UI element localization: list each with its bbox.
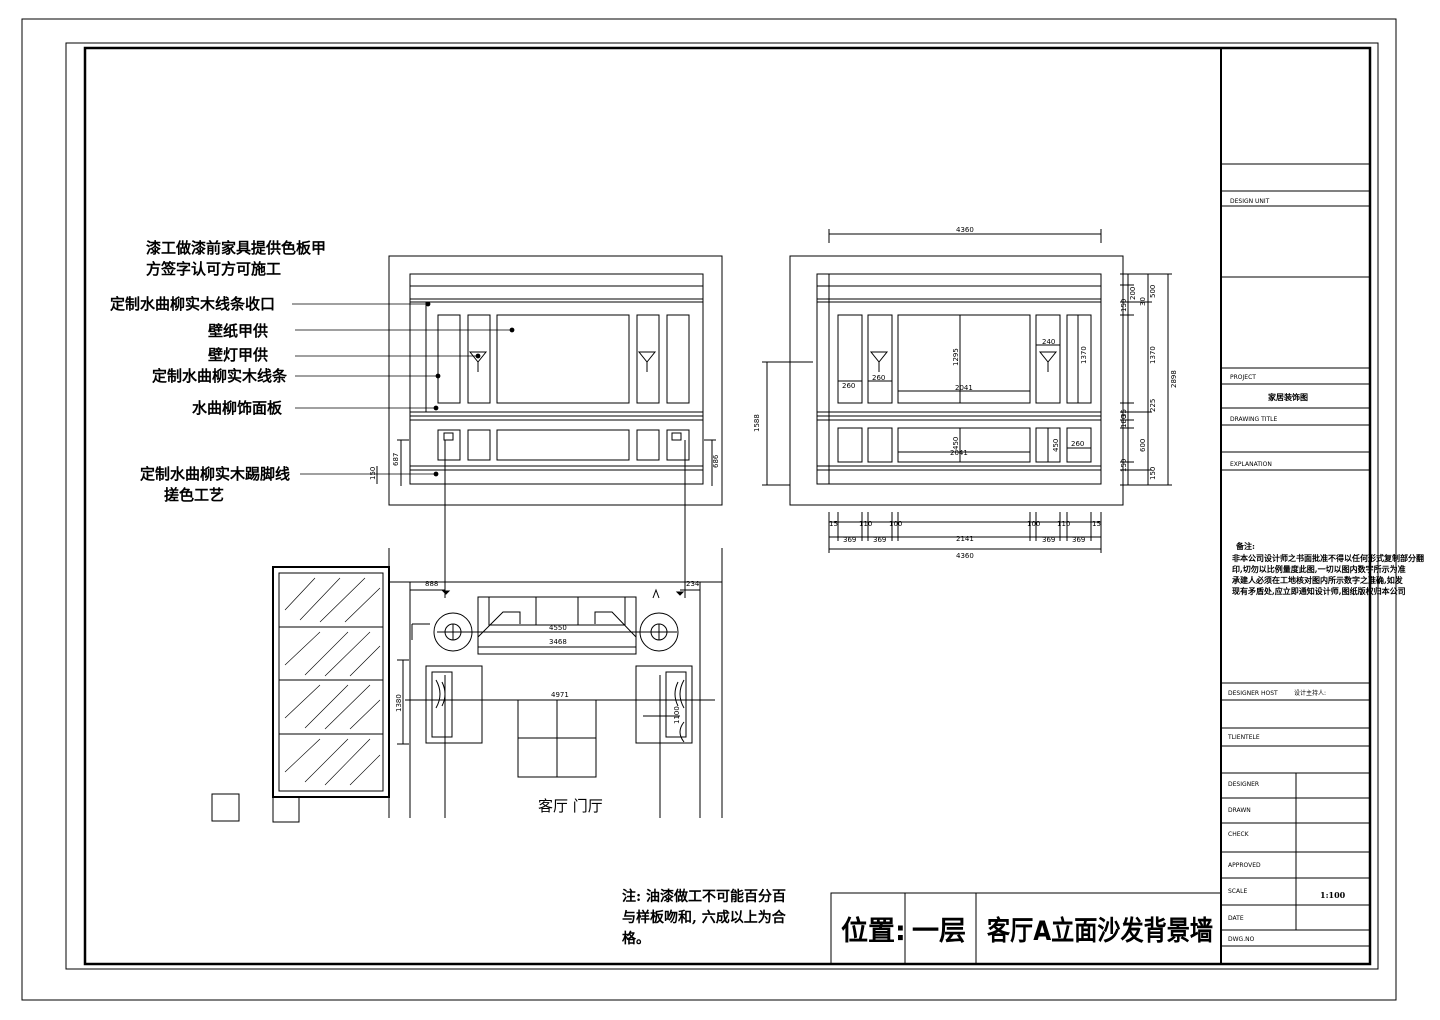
dim-r-225: 225 <box>1149 399 1157 412</box>
check-label: CHECK <box>1228 831 1250 838</box>
dim-btm-369c: 369 <box>1042 536 1055 544</box>
annotation-sign-approval: 方签字认可方可施工 <box>146 260 281 278</box>
dim-lower-h2: 450 <box>1052 439 1060 452</box>
title-block <box>1220 48 1370 964</box>
floor-plan <box>211 440 723 823</box>
dim-btm-110b: 110 <box>1057 520 1070 528</box>
dim-r-500: 500 <box>1149 285 1157 298</box>
dim-r-150c: 150 <box>1149 467 1157 480</box>
dwg-no-label: DWG.NO <box>1228 936 1255 943</box>
leader-lines <box>292 301 515 477</box>
footnote-line-2: 与样板吻和, 六成以上为合 <box>622 909 787 926</box>
drawing-name: 客厅A立面沙发背景墙 <box>987 915 1213 947</box>
bottom-title-box <box>830 892 1222 965</box>
annotation-labels: 漆工做漆前家具提供色板甲 方签字认可方可施工 定制水曲柳实木线条收口 壁纸甲供 … <box>110 239 326 504</box>
annotation-trim-line: 定制水曲柳实木线条 <box>152 367 288 385</box>
title-block-text: DESIGN UNIT PROJECT 家居装饰图 DRAWING TITLE … <box>1227 198 1424 943</box>
plan-dim-1380: 1380 <box>395 694 403 712</box>
left-elev-dim-right: 686 <box>712 454 720 468</box>
remark-line-2: 印,切勿以比例量度此图,一切以图内数字所示为准 <box>1232 564 1406 574</box>
footnote-line-3: 格。 <box>622 930 650 947</box>
right-elevation-dims: 4360 4360 2041 2041 1295 450 260 260 240… <box>753 226 1178 560</box>
dim-btm-369b: 369 <box>873 536 886 544</box>
right-elevation <box>762 229 1172 553</box>
project-name: 家居装饰图 <box>1268 392 1308 402</box>
project-label: PROJECT <box>1230 374 1256 381</box>
annotation-trim-edge: 定制水曲柳实木线条收口 <box>110 295 275 313</box>
dim-panel-height: 1295 <box>952 348 960 366</box>
scale-label: SCALE <box>1228 888 1247 895</box>
dim-panel-width: 2041 <box>955 384 973 392</box>
dim-r-30: 30 <box>1139 297 1147 306</box>
dim-r-35: 35 <box>1120 409 1128 418</box>
plan-dim-1100: 1100 <box>673 706 681 724</box>
dim-r-150: 150 <box>1120 299 1128 312</box>
plan-dims: 888 234 4550 3468 4971 1380 1100 客厅 门厅 <box>395 580 700 815</box>
dim-side-h: 1370 <box>1080 346 1088 364</box>
dim-bottom-total: 4360 <box>956 552 974 560</box>
dim-btm-2141: 2141 <box>956 535 974 543</box>
designer-host-value: 设计主持人: <box>1294 689 1326 697</box>
annotation-skirting: 定制水曲柳实木踢脚线 <box>140 465 290 483</box>
explanation-label: EXPLANATION <box>1230 461 1272 468</box>
annotation-sconce: 壁灯甲供 <box>208 346 268 364</box>
plan-dim-4971: 4971 <box>551 691 569 699</box>
dim-right-total: 2898 <box>1170 370 1178 388</box>
left-elev-dim-base: 150 <box>369 467 377 480</box>
date-label: DATE <box>1228 915 1244 922</box>
annotation-finish: 搓色工艺 <box>164 486 224 504</box>
dim-panel-width-lower: 2041 <box>950 449 968 457</box>
plan-dim-3468: 3468 <box>549 638 567 646</box>
dim-sconce: 240 <box>1042 338 1055 346</box>
footnote-line-1: 注: 油漆做工不可能百分百 <box>622 888 786 905</box>
drawing-title-label: DRAWING TITLE <box>1230 416 1278 423</box>
remark-line-4: 现有矛盾处,应立即通知设计师,图纸版权归本公司 <box>1232 586 1406 596</box>
designer-label: DESIGNER <box>1228 781 1259 788</box>
dim-btm-15: 15 <box>829 520 838 528</box>
design-unit-label: DESIGN UNIT <box>1230 198 1270 205</box>
floor-label: 一层 <box>912 916 966 947</box>
dim-btm-100a: 100 <box>889 520 902 528</box>
sheet-border <box>21 18 1397 1001</box>
remark-line-3: 承建人必须在工地核对图内所示数字之准确,如发 <box>1232 575 1404 585</box>
dim-small-w: 260 <box>842 382 855 390</box>
dim-top-total: 4360 <box>956 226 974 234</box>
plan-dim-888: 888 <box>425 580 438 588</box>
designer-host-label: DESIGNER HOST <box>1228 690 1278 697</box>
annotation-wallpaper: 壁纸甲供 <box>208 322 268 340</box>
position-label: 位置: <box>841 915 906 947</box>
scale-value: 1:100 <box>1320 890 1346 900</box>
plan-dim-4550: 4550 <box>549 624 567 632</box>
plan-dim-234: 234 <box>686 580 700 588</box>
dim-lower-small: 260 <box>1071 440 1084 448</box>
left-elev-dim-left: 687 <box>392 453 400 466</box>
left-elevation <box>376 255 723 506</box>
annotation-veneer: 水曲柳饰面板 <box>192 399 283 417</box>
annotation-paint-sample: 漆工做漆前家具提供色板甲 <box>146 239 326 257</box>
dim-lower-height: 450 <box>952 437 960 450</box>
dim-btm-369a: 369 <box>843 536 856 544</box>
dim-btm-110a: 110 <box>859 520 872 528</box>
dim-left-total: 1588 <box>753 414 761 432</box>
tlientele-label: TLIENTELE <box>1227 734 1260 741</box>
dim-r-150b: 150 <box>1120 459 1128 472</box>
remark-title: 备注: <box>1235 541 1255 551</box>
dim-r-1370: 1370 <box>1149 346 1157 364</box>
dim-small-w2: 260 <box>872 374 885 382</box>
dim-btm-100b: 100 <box>1027 520 1040 528</box>
dim-r-600: 600 <box>1139 439 1147 452</box>
plan-room-label: 客厅 门厅 <box>538 797 603 815</box>
approved-label: APPROVED <box>1228 862 1261 869</box>
dim-r-200: 200 <box>1129 287 1137 300</box>
drawn-label: DRAWN <box>1228 807 1251 814</box>
dim-btm-369d: 369 <box>1072 536 1085 544</box>
dim-r-180: 180 <box>1120 415 1128 428</box>
dim-btm-15b: 15 <box>1092 520 1101 528</box>
remark-line-1: 非本公司设计师之书面批准不得以任何形式复制部分翻 <box>1232 553 1424 563</box>
